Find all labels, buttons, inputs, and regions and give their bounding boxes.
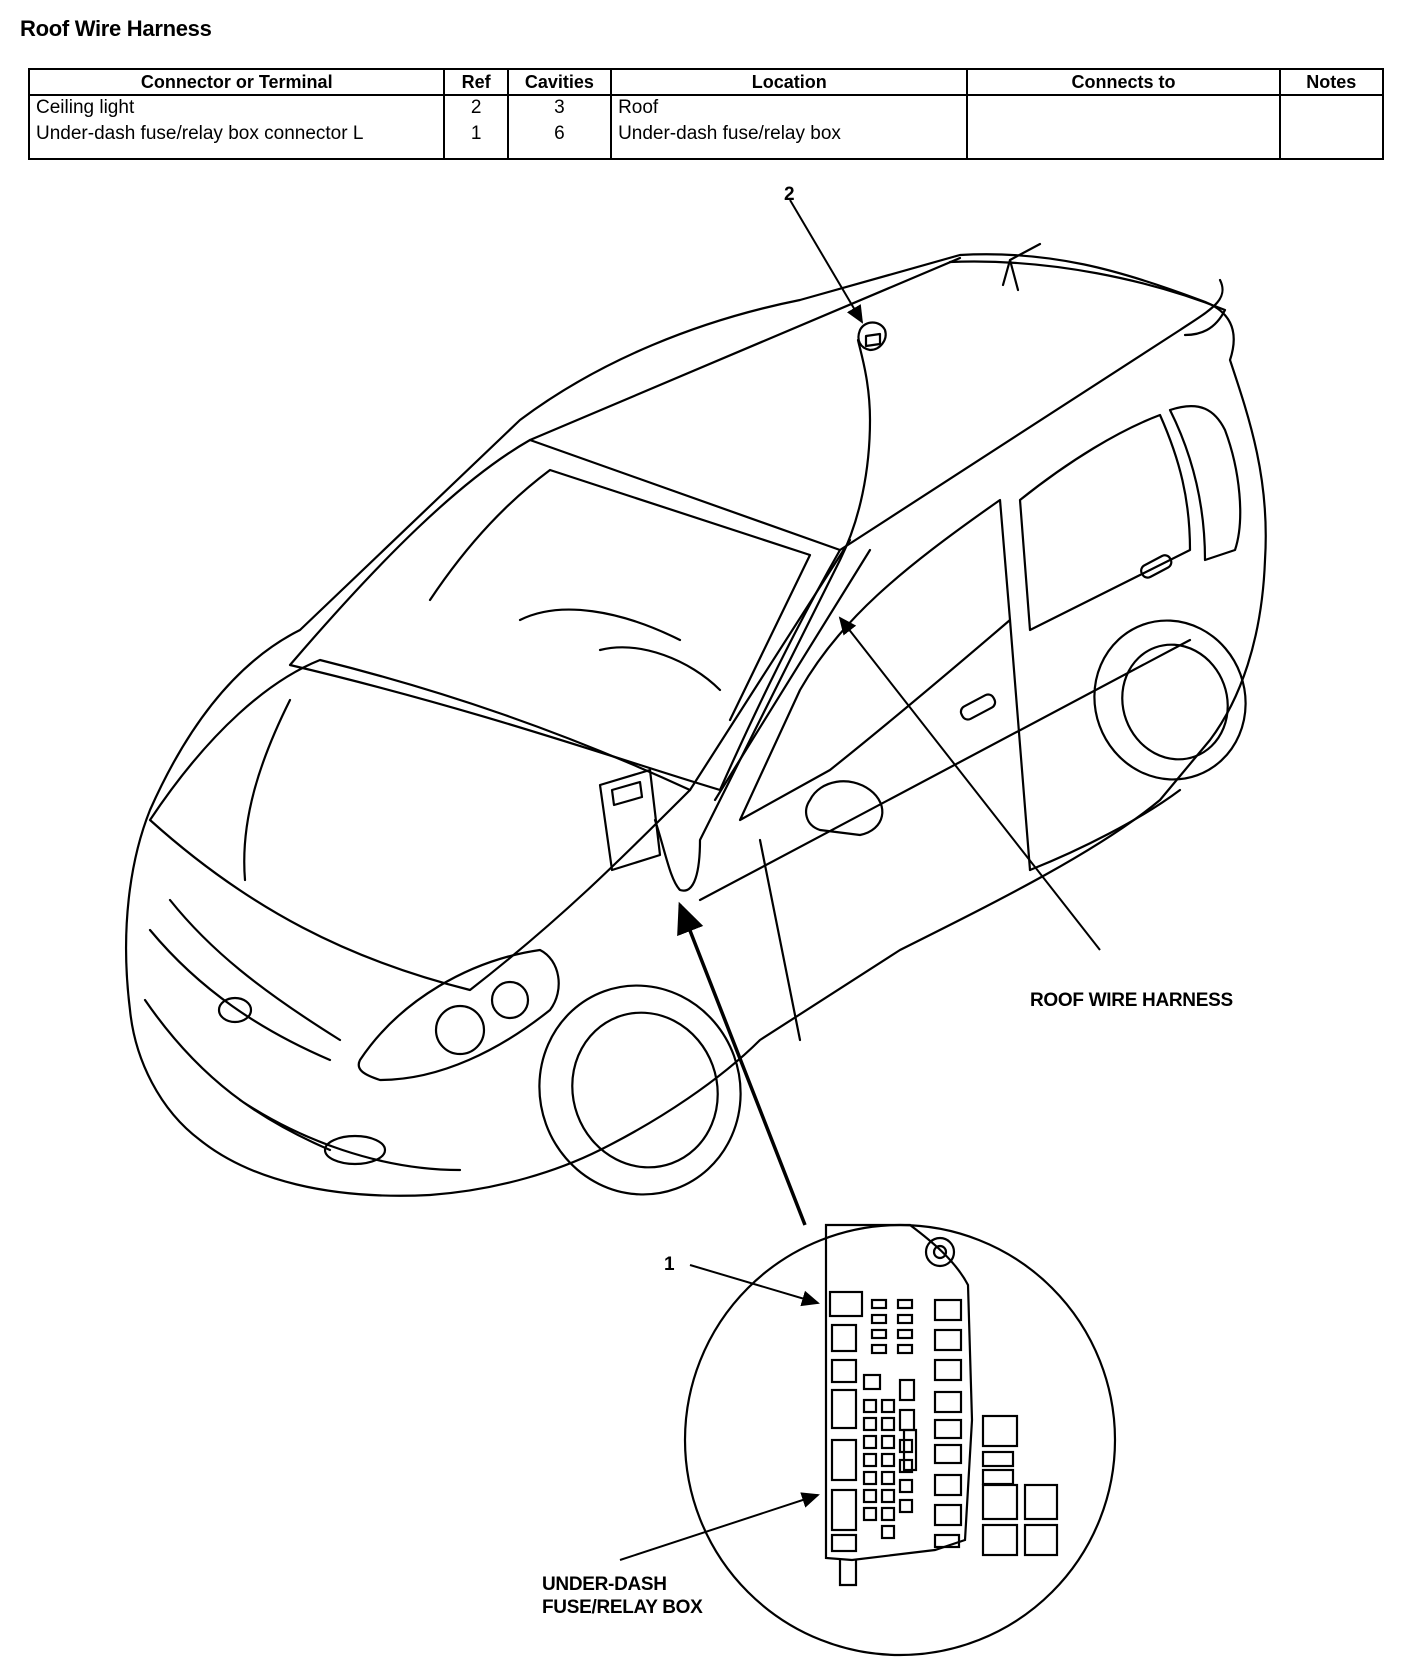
cell-cavities: 3 xyxy=(506,95,613,122)
small-fuse-column xyxy=(862,1298,896,1540)
relay-module xyxy=(1023,1523,1059,1557)
header-notes: Notes xyxy=(1278,68,1385,96)
front-side-window xyxy=(738,498,1012,822)
header-location: Location xyxy=(610,68,969,96)
callout-fuse-box-line1: UNDER-DASH xyxy=(542,1574,667,1595)
windshield-inner xyxy=(428,468,812,722)
headlight-lens-1 xyxy=(434,1004,486,1056)
header-cavities: Cavities xyxy=(506,68,613,96)
hood-crease xyxy=(243,698,292,882)
table-header-row: Connector or Terminal Ref Cavities Locat… xyxy=(27,68,1385,96)
leader-fuse-box-label xyxy=(619,1492,820,1561)
fuse-box-small xyxy=(598,768,662,872)
cell-location: Under-dash fuse/relay box xyxy=(610,122,969,160)
leader-roof-harness xyxy=(838,616,1101,951)
rear-quarter-window xyxy=(1168,405,1242,562)
fuse-slot xyxy=(830,1323,858,1353)
front-door-handle xyxy=(959,693,997,721)
cell-notes xyxy=(1278,122,1385,160)
cell-ref: 2 xyxy=(443,95,509,122)
a-pillar xyxy=(688,538,872,802)
cell-connects-to xyxy=(966,122,1281,160)
relay-module xyxy=(981,1468,1015,1486)
callout-ref-2: 2 xyxy=(784,184,795,205)
mount-hole xyxy=(924,1236,956,1268)
callout-fuse-box-line2: FUSE/RELAY BOX xyxy=(542,1597,703,1618)
fuse-box-outline xyxy=(824,1223,974,1562)
connector-table: Connector or Terminal Ref Cavities Locat… xyxy=(27,68,1385,160)
cell-location: Roof xyxy=(610,95,969,122)
relay-module xyxy=(981,1414,1019,1448)
page-title: Roof Wire Harness xyxy=(20,16,212,41)
antenna xyxy=(1001,242,1042,292)
cell-cavities: 6 xyxy=(506,122,613,160)
roof-harness-wire xyxy=(653,338,872,892)
mini-fuse-column xyxy=(896,1298,918,1514)
cell-notes xyxy=(1278,95,1385,122)
relay-module xyxy=(981,1483,1019,1521)
box-tab xyxy=(838,1560,858,1587)
header-ref: Ref xyxy=(443,68,509,96)
front-grille xyxy=(148,898,342,1062)
headlight-lens-2 xyxy=(490,980,530,1020)
rear-wheel-inner xyxy=(1121,643,1229,761)
table-row: Under-dash fuse/relay box connector L 1 … xyxy=(27,122,1385,160)
rear-wheel-outer xyxy=(1093,619,1247,781)
callout-ref-1: 1 xyxy=(664,1254,675,1275)
side-mirror xyxy=(805,780,884,837)
fuse-box-detail xyxy=(683,1223,1117,1657)
car-body-outline xyxy=(124,253,1267,1197)
front-emblem xyxy=(217,996,253,1024)
connector-l xyxy=(828,1290,864,1318)
headlight xyxy=(357,948,560,1082)
callout-roof-wire-harness: ROOF WIRE HARNESS xyxy=(1030,990,1233,1011)
relay-module xyxy=(981,1523,1019,1557)
interior-dash xyxy=(518,608,722,692)
cell-connector: Under-dash fuse/relay box connector L xyxy=(27,122,446,160)
front-wheel-outer xyxy=(538,984,742,1196)
front-door xyxy=(758,618,1032,1042)
mount-hole-inner xyxy=(932,1244,948,1260)
roof-line xyxy=(528,256,1224,552)
front-wheel-inner xyxy=(571,1011,719,1169)
hood xyxy=(148,658,692,992)
rear-spoiler xyxy=(948,260,1227,337)
fuse-slot xyxy=(830,1358,858,1384)
fuse-slot xyxy=(830,1438,858,1482)
leader-ref-2 xyxy=(789,199,864,324)
fuse-slot xyxy=(830,1533,858,1553)
rear-door xyxy=(1028,788,1182,872)
front-bumper xyxy=(143,998,462,1172)
ceiling-light-connector xyxy=(857,321,887,352)
relay-module xyxy=(981,1450,1015,1468)
rear-side-window xyxy=(1018,413,1192,632)
fuse-slot xyxy=(830,1388,858,1430)
cell-connector: Ceiling light xyxy=(27,95,446,122)
relay-column xyxy=(933,1298,963,1549)
body-crease xyxy=(698,638,1192,902)
relay-module xyxy=(1023,1483,1059,1521)
fog-light xyxy=(323,1134,387,1166)
windshield xyxy=(288,438,842,792)
table-row: Ceiling light 2 3 Roof xyxy=(27,95,1385,122)
leader-ref-1 xyxy=(689,1264,820,1307)
cell-connects-to xyxy=(966,95,1281,122)
header-connects-to: Connects to xyxy=(966,68,1281,96)
leader-fuse-box xyxy=(677,901,807,1226)
header-connector: Connector or Terminal xyxy=(27,68,446,96)
cell-ref: 1 xyxy=(443,122,509,160)
rear-door-handle xyxy=(1140,554,1173,579)
fuse-slot xyxy=(830,1488,858,1532)
